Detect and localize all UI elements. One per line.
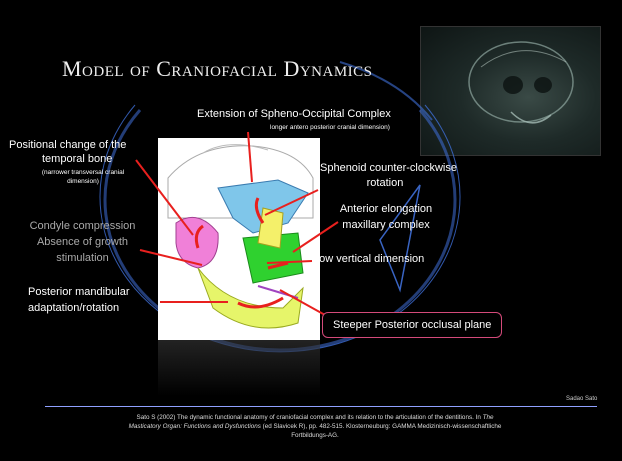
ref-line1-a: Sato S (2002) The dynamic functional ana… <box>137 414 483 421</box>
label-temporal-2: temporal bone <box>42 153 112 165</box>
label-condyle-3: stimulation <box>20 252 145 264</box>
divider-line <box>45 406 597 407</box>
ref-line1-b: The <box>483 414 494 421</box>
label-spheno-title: Extension of Spheno-Occipital Complex <box>197 108 391 120</box>
label-temporal-1: Positional change of the <box>9 139 126 151</box>
label-temporal-sub-1: (narrower transversal cranial <box>28 169 138 176</box>
author-name: Sadao Sato <box>566 396 597 402</box>
label-condyle-2: Absence of growth <box>20 236 145 248</box>
label-posterior-1: Posterior mandibular <box>28 286 130 298</box>
reference-text: Sato S (2002) The dynamic functional ana… <box>70 413 560 440</box>
label-occlusal-box: Steeper Posterior occlusal plane <box>322 312 502 338</box>
ref-line2-a: Masticatory Organ: Functions and Dysfunc… <box>129 423 261 430</box>
label-condyle-1: Condyle compression <box>20 220 145 232</box>
label-sphenoid-1: Sphenoid counter-clockwise <box>320 162 450 174</box>
slide-title: Model of Craniofacial Dynamics <box>62 56 373 82</box>
label-sphenoid-2: rotation <box>320 177 450 189</box>
label-low-vertical: Low vertical dimension <box>313 253 424 265</box>
ref-line3: Fortbildungs-AG. <box>70 431 560 440</box>
label-anterior-1: Anterior elongation <box>326 203 446 215</box>
label-spheno-sub: longer antero posterior cranial dimensio… <box>270 124 390 131</box>
label-anterior-2: maxillary complex <box>326 219 446 231</box>
label-temporal-sub-2: dimension) <box>28 178 138 185</box>
ref-line2-b: (ed Slavicek R), pp. 482-515. Klosterneu… <box>261 423 501 430</box>
label-posterior-2: adaptation/rotation <box>28 302 119 314</box>
